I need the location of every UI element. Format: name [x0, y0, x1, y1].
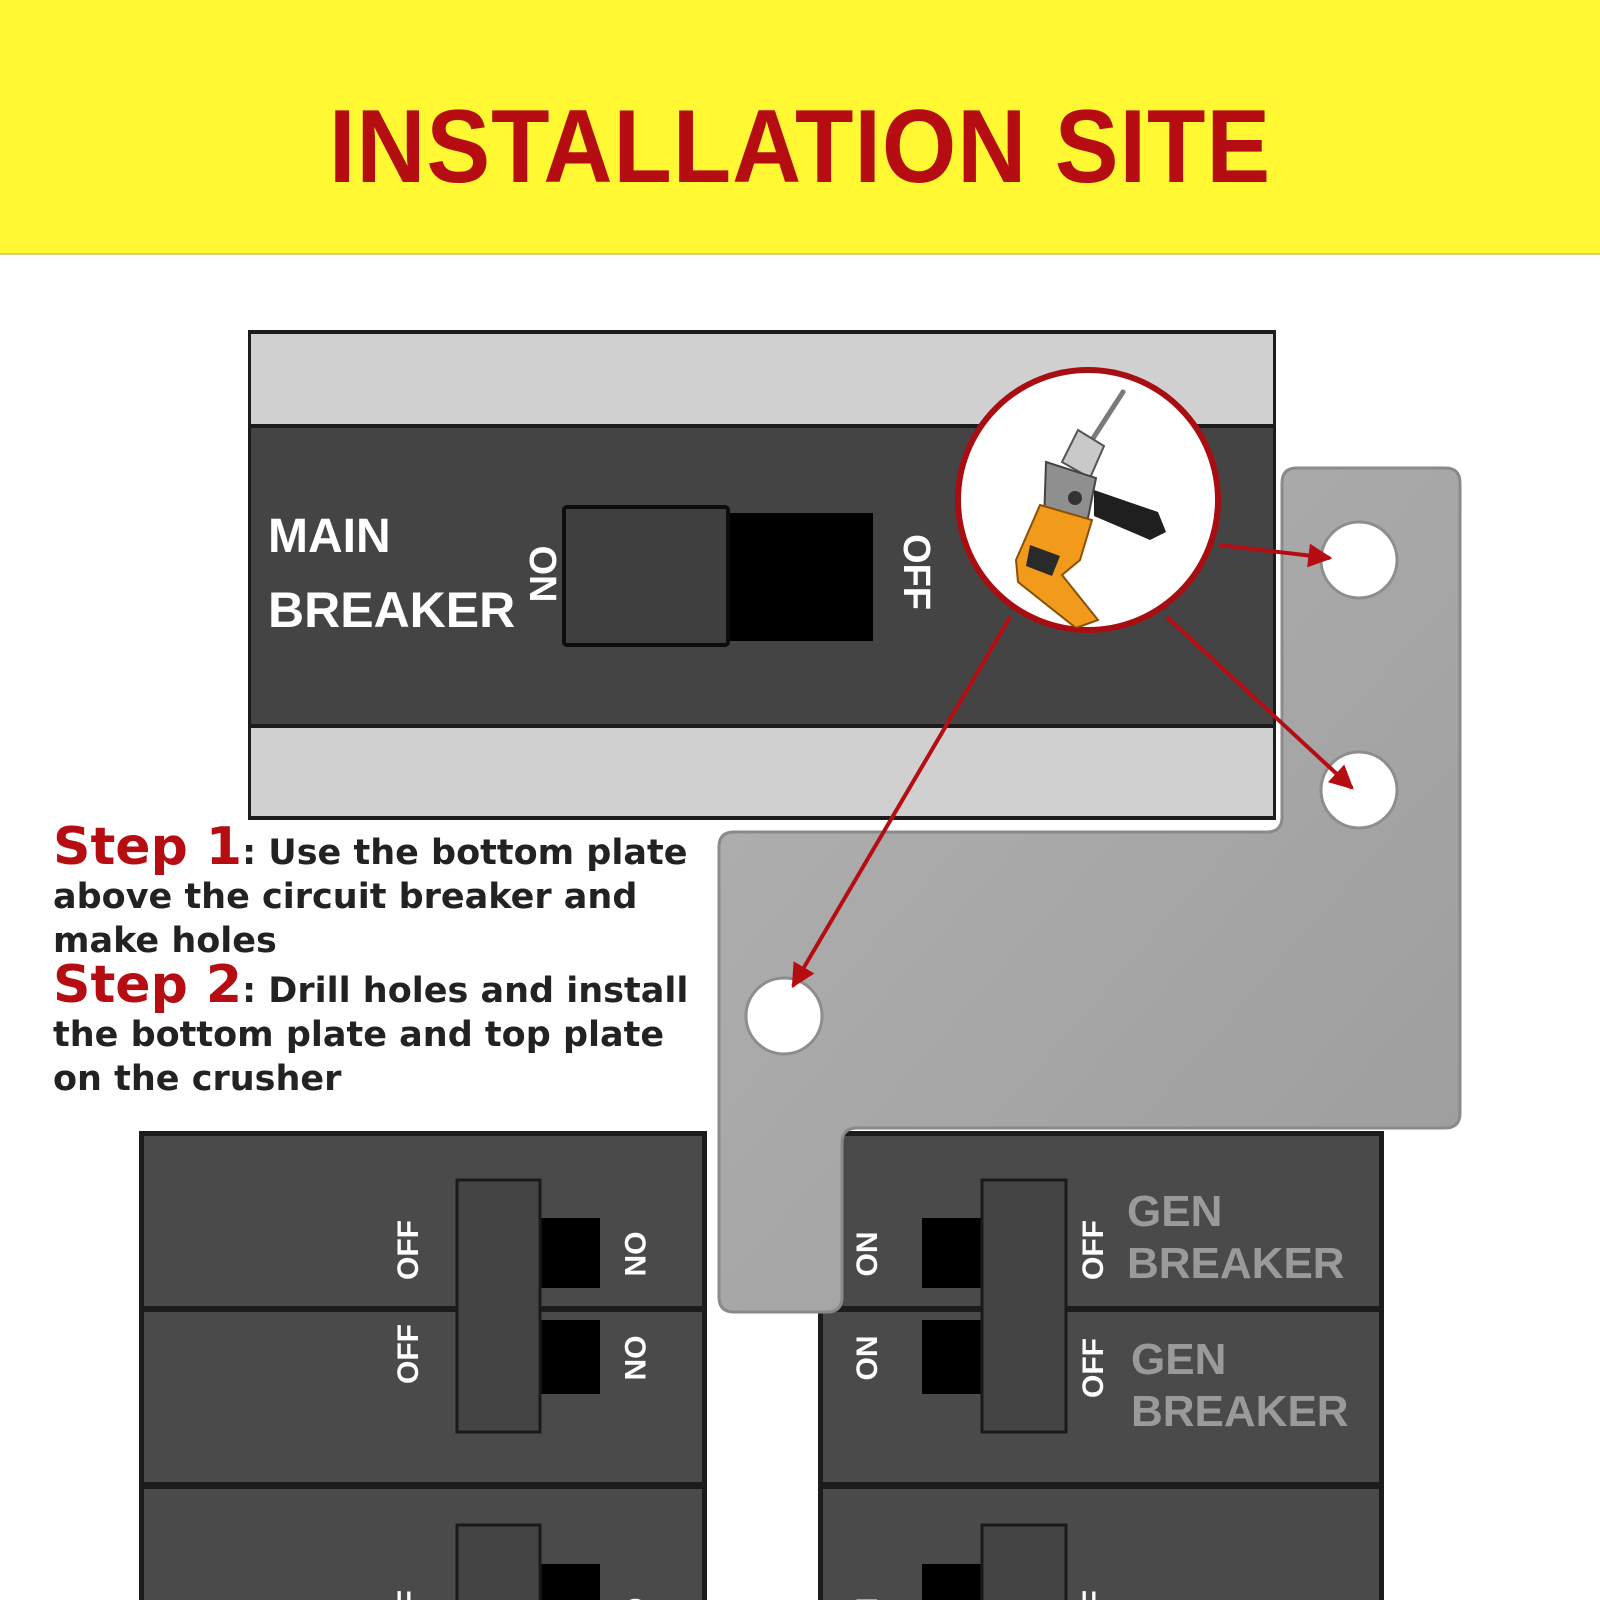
main-breaker-label-line2: BREAKER [268, 582, 515, 638]
page-title: INSTALLATION SITE [328, 89, 1272, 205]
left-breaker-on-label: ON [618, 1598, 651, 1600]
left-breaker-toggle [455, 1523, 542, 1600]
left-breaker-slot [538, 1320, 600, 1394]
gen-breaker-label-line1: GEN [1127, 1187, 1222, 1236]
gen-breaker-off-label: OFF [1077, 1220, 1110, 1280]
gen-breaker-row [823, 1136, 1379, 1306]
main-breaker-off-label: OFF [895, 534, 937, 610]
main-breaker-slot [727, 513, 873, 641]
arrow-to-hole [1165, 615, 1354, 790]
arrow-to-hole [1218, 543, 1333, 568]
main-breaker-bottom-rail [251, 728, 1273, 816]
step-2-text: Drill holes and install the bottom plate… [53, 971, 689, 1099]
main-breaker-on-label: ON [521, 546, 563, 603]
left-breaker-slot [538, 1218, 600, 1288]
gen-breaker-toggle [980, 1178, 1068, 1434]
plate-hole [744, 976, 824, 1056]
main-breaker-toggle [562, 505, 730, 647]
bottom-plate-body [717, 466, 1462, 1314]
drill-icon [1014, 389, 1166, 628]
gen-breaker-column: ON OFF ON OFF ON OFF GEN BREAKER GEN BRE… [818, 1131, 1384, 1600]
drill-arrows [791, 543, 1354, 989]
gen-breaker-slot [922, 1564, 984, 1600]
gen-breaker-on-label: ON [851, 1336, 884, 1381]
left-breaker-slot [538, 1564, 600, 1600]
gen-breaker-slot [922, 1218, 984, 1288]
step-2-separator: : [242, 971, 269, 1011]
gen-breaker-on-label: ON [851, 1598, 884, 1600]
gen-breaker-label-line2: BREAKER [1131, 1387, 1349, 1436]
step-1-label: Step 1 [53, 817, 243, 877]
instruction-steps: Step 1: Use the bottom plate above the c… [53, 821, 693, 1101]
gen-breaker-row [823, 1489, 1379, 1600]
arrow-to-hole [791, 615, 1012, 989]
gen-breaker-off-label: OFF [1077, 1338, 1110, 1398]
gen-breaker-off-label: OFF [1077, 1590, 1110, 1600]
drill-callout [955, 367, 1221, 633]
gen-breaker-label-line1: GEN [1131, 1335, 1226, 1384]
left-breaker-row [144, 1136, 702, 1306]
left-breaker-toggle [455, 1178, 542, 1434]
plate-hole [1319, 520, 1399, 600]
gen-breaker-toggle [980, 1523, 1068, 1600]
left-breaker-row [144, 1312, 702, 1482]
left-breaker-column: OFF ON OFF ON OFF ON [139, 1131, 707, 1600]
step-2-label: Step 2 [53, 955, 243, 1015]
left-breaker-on-label: ON [618, 1336, 651, 1381]
gen-breaker-slot [922, 1320, 984, 1394]
gen-breaker-label-line2: BREAKER [1127, 1239, 1345, 1288]
left-breaker-on-label: ON [618, 1232, 651, 1277]
main-breaker-label-line1: MAIN [268, 510, 391, 563]
left-breaker-off-label: OFF [392, 1220, 425, 1280]
step-1-text: Use the bottom plate above the circuit b… [53, 833, 688, 961]
title-banner: INSTALLATION SITE [0, 0, 1600, 255]
left-breaker-row [144, 1489, 702, 1600]
left-breaker-off-label: OFF [392, 1590, 425, 1600]
gen-breaker-on-label: ON [851, 1232, 884, 1277]
step-1-separator: : [242, 833, 269, 873]
gen-breaker-row [823, 1312, 1379, 1482]
left-breaker-off-label: OFF [392, 1324, 425, 1384]
step-2: Step 2: Drill holes and install the bott… [53, 959, 693, 1101]
plate-hole [1319, 750, 1399, 830]
step-1: Step 1: Use the bottom plate above the c… [53, 821, 693, 963]
